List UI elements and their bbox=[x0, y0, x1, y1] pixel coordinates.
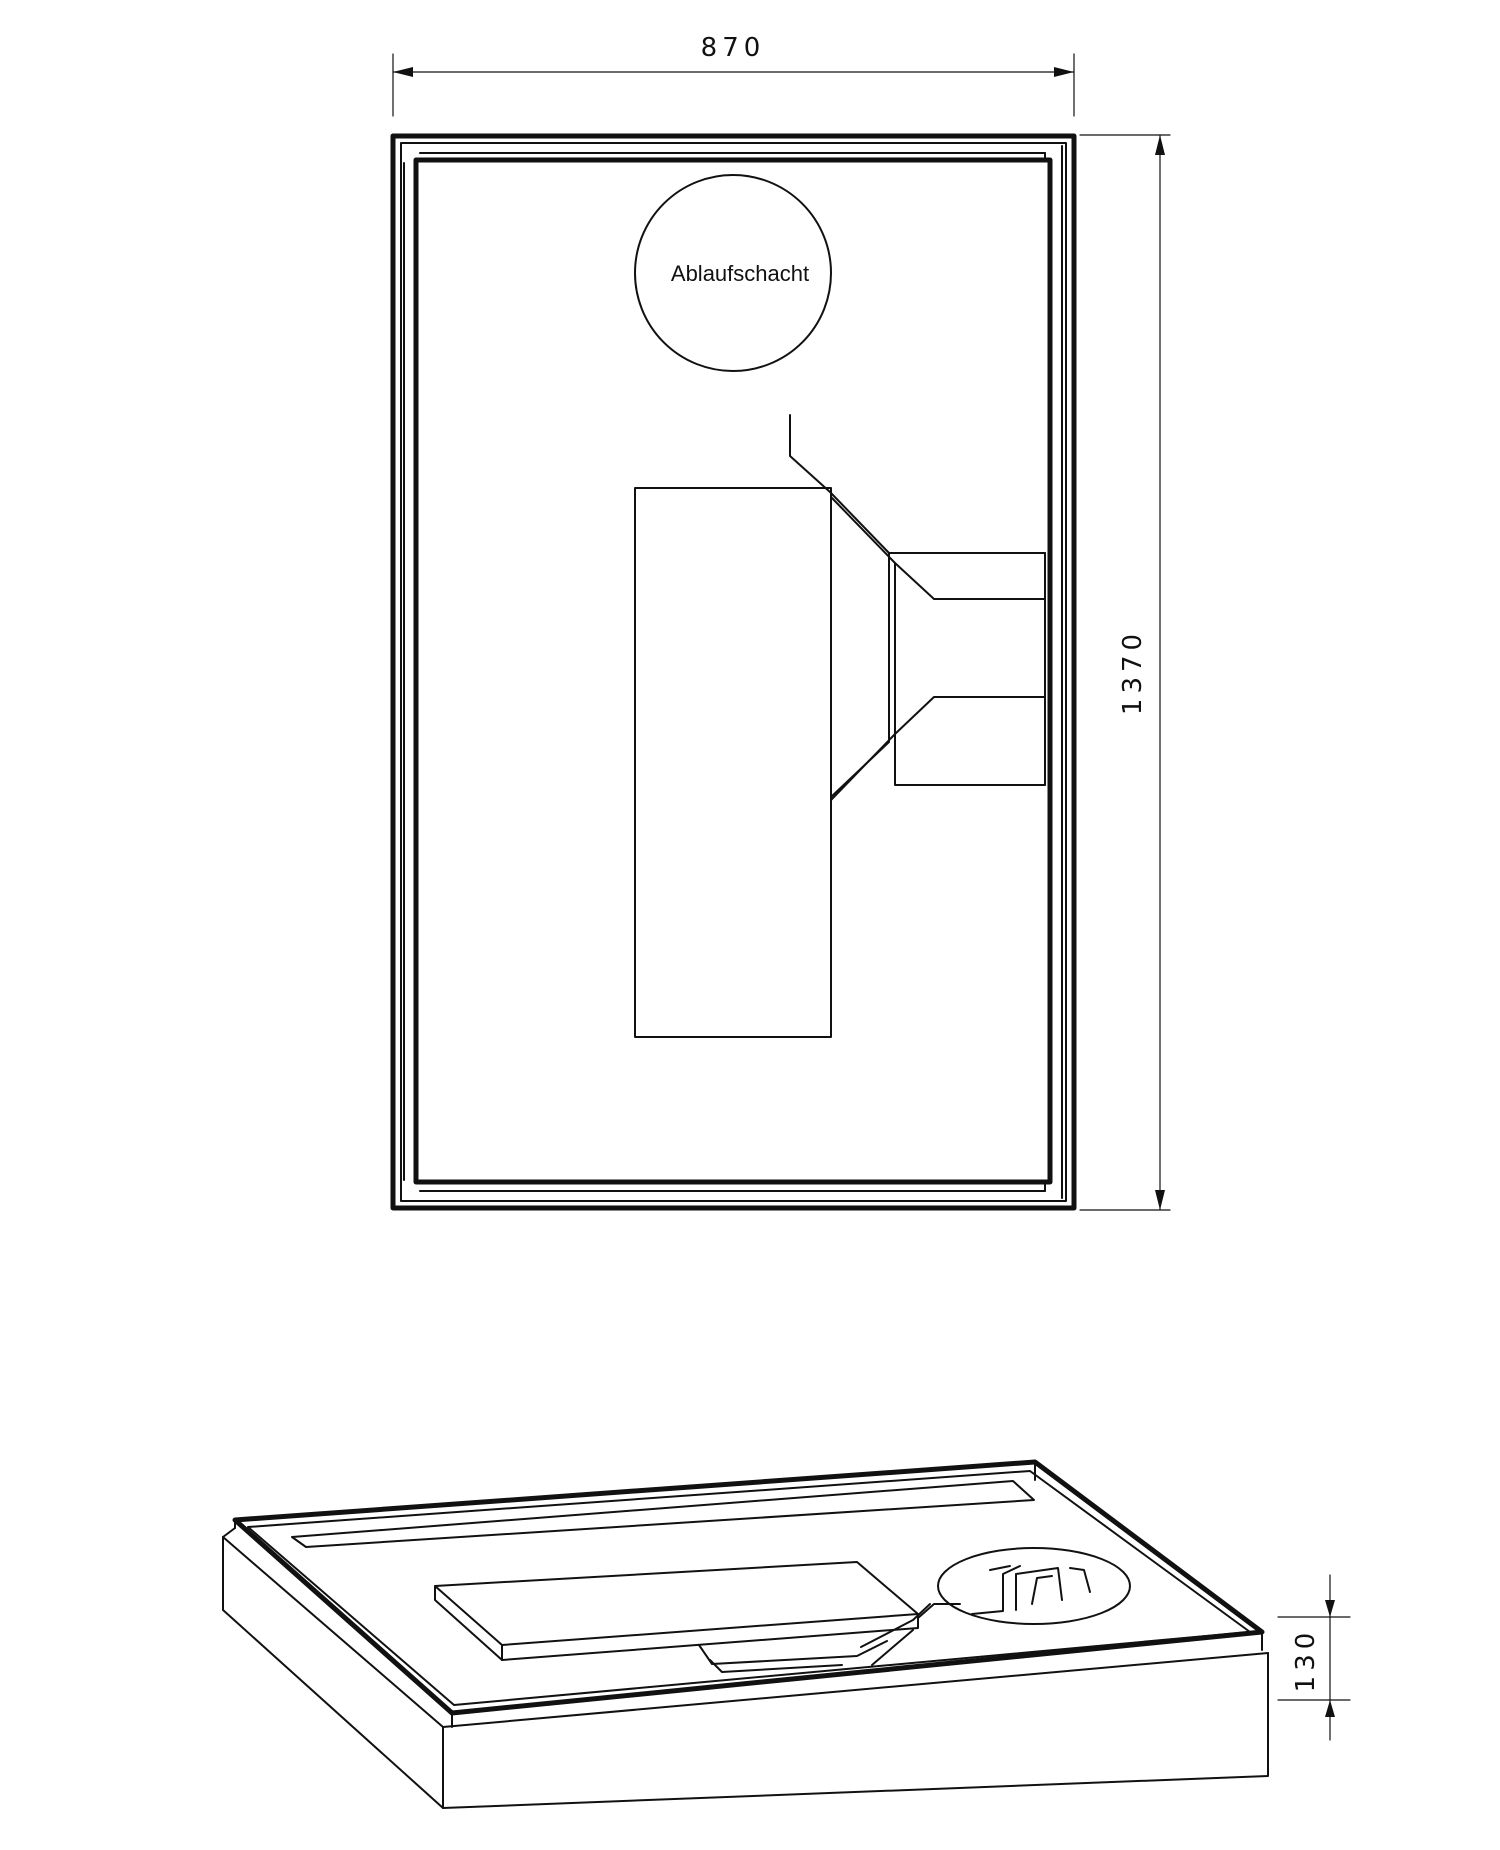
tray-body bbox=[222, 1527, 1269, 1809]
length-dimension-label: 1370 bbox=[1118, 629, 1148, 715]
top-view: 870 1370 Ablaufschacht bbox=[390, 33, 1171, 1211]
tray-top-outline bbox=[390, 133, 1077, 1211]
height-dimension-label: 130 bbox=[1291, 1628, 1321, 1693]
drain-channel-lines bbox=[789, 414, 1046, 801]
perspective-drain-opening bbox=[937, 1547, 1131, 1625]
drain-cover bbox=[634, 487, 832, 1038]
perspective-cover bbox=[434, 1561, 919, 1661]
length-dimension: 1370 bbox=[1079, 134, 1171, 1211]
perspective-view: 130 bbox=[222, 1459, 1351, 1809]
drain-shaft: Ablaufschacht bbox=[634, 174, 832, 372]
drain-shaft-label: Ablaufschacht bbox=[671, 261, 809, 286]
width-dimension: 870 bbox=[392, 33, 1075, 117]
width-dimension-label: 870 bbox=[701, 33, 766, 63]
perspective-channel bbox=[698, 1603, 961, 1673]
height-dimension: 130 bbox=[1277, 1574, 1351, 1741]
tray-rim bbox=[232, 1459, 1265, 1728]
